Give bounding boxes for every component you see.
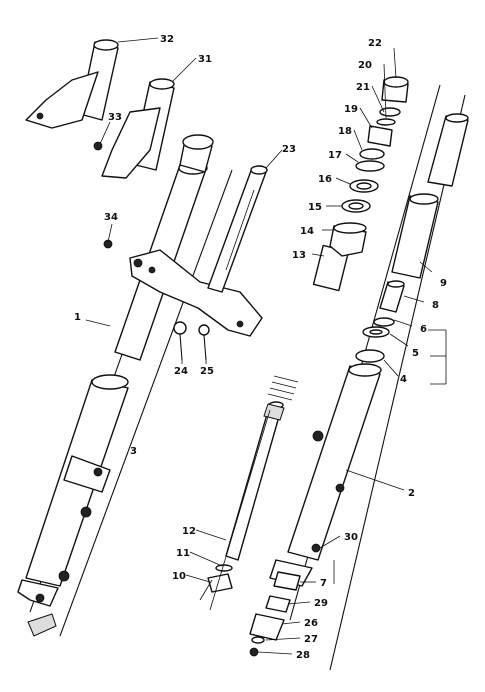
callout-10: 10 xyxy=(172,571,186,582)
callout-28: 28 xyxy=(296,650,310,661)
callout-labels: 32 31 33 34 1 3 23 24 25 12 11 10 13 14 … xyxy=(74,34,447,661)
callout-34: 34 xyxy=(104,212,118,223)
callout-29: 29 xyxy=(314,598,328,609)
callout-23: 23 xyxy=(282,144,296,155)
callout-7: 7 xyxy=(320,578,327,589)
callout-25: 25 xyxy=(200,366,214,377)
callout-5: 5 xyxy=(412,348,419,359)
callout-3: 3 xyxy=(130,446,137,457)
callout-11: 11 xyxy=(176,548,190,559)
callout-24: 24 xyxy=(174,366,188,377)
leader-lines xyxy=(85,37,447,655)
bolt-34-icon xyxy=(103,239,113,249)
callout-33: 33 xyxy=(108,112,122,123)
callout-14: 14 xyxy=(300,226,314,237)
callout-4: 4 xyxy=(400,374,407,385)
callout-22: 22 xyxy=(368,38,382,49)
callout-20: 20 xyxy=(358,60,372,71)
callout-13: 13 xyxy=(292,250,306,261)
callout-26: 26 xyxy=(304,618,318,629)
fork-spring-13 xyxy=(312,244,350,292)
right-fork-outer xyxy=(249,84,469,671)
callout-27: 27 xyxy=(304,634,318,645)
steering-stem xyxy=(207,165,268,293)
callout-8: 8 xyxy=(432,300,439,311)
callout-32: 32 xyxy=(160,34,174,45)
callout-15: 15 xyxy=(308,202,322,213)
callout-30: 30 xyxy=(344,532,358,543)
callout-31: 31 xyxy=(198,54,212,65)
right-fork-stack xyxy=(329,76,409,257)
callout-12: 12 xyxy=(182,526,196,537)
callout-16: 16 xyxy=(318,174,332,185)
left-fork-assembly xyxy=(17,134,263,637)
callout-18: 18 xyxy=(338,126,352,137)
callout-9: 9 xyxy=(440,278,447,289)
callout-1: 1 xyxy=(74,312,81,323)
callout-19: 19 xyxy=(344,104,358,115)
callout-21: 21 xyxy=(356,82,370,93)
bolt-24-washer-25 xyxy=(173,321,210,361)
callout-6: 6 xyxy=(420,324,427,335)
headlight-brackets xyxy=(25,39,175,179)
callout-2: 2 xyxy=(408,488,415,499)
callout-17: 17 xyxy=(328,150,342,161)
damper-rod-assembly xyxy=(199,375,299,611)
